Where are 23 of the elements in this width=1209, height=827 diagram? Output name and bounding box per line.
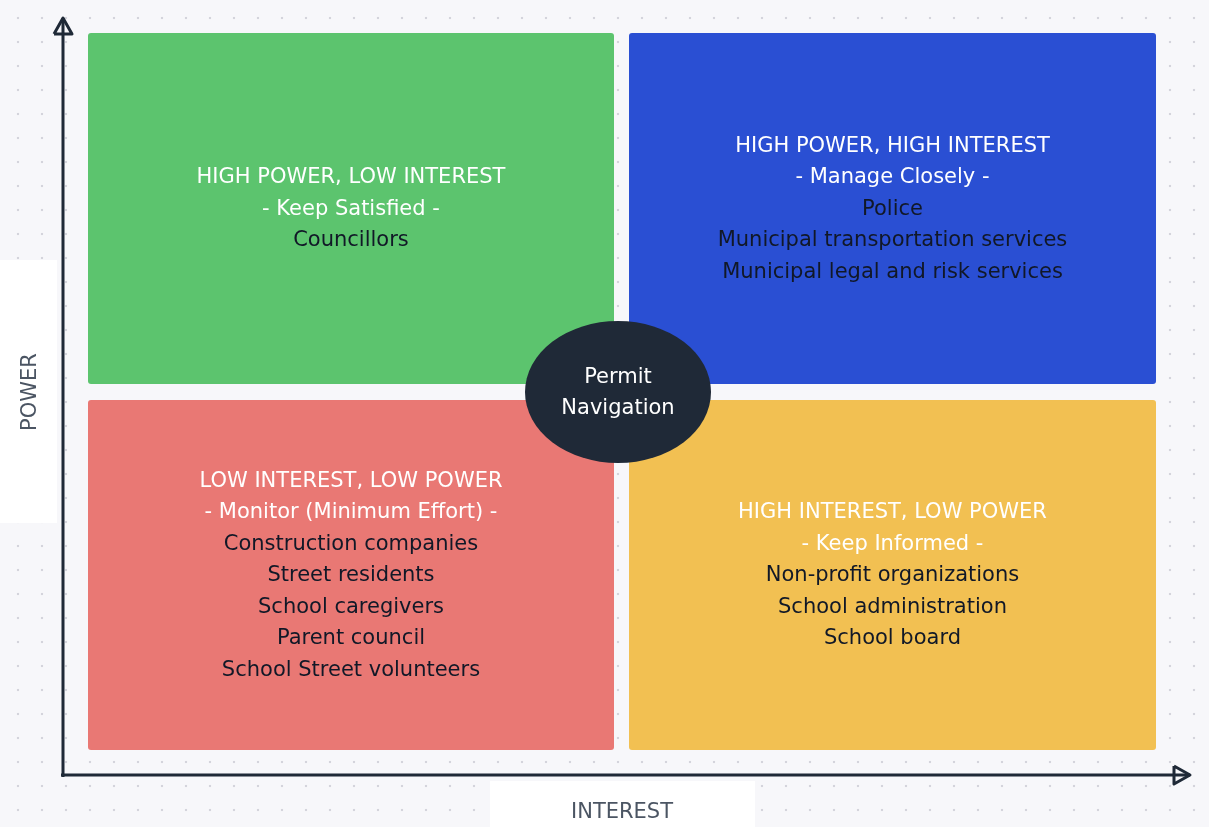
stakeholder-name: Parent council bbox=[276, 624, 426, 652]
stakeholder-name: School administration bbox=[778, 592, 1007, 620]
strategy-label: - Keep Informed - bbox=[801, 529, 984, 557]
stakeholder-name: Police bbox=[862, 194, 923, 222]
strategy-label: - Manage Closely - bbox=[795, 163, 990, 191]
strategy-label: - Monitor (Minimum Effort) - bbox=[204, 498, 498, 526]
stakeholder-name: Construction companies bbox=[223, 529, 479, 557]
stakeholder-name: School caregivers bbox=[258, 592, 444, 620]
quadrant-heading: LOW INTEREST, LOW POWER bbox=[199, 466, 503, 494]
stakeholder-name: Non-profit organizations bbox=[765, 561, 1020, 589]
y-axis-label: POWER bbox=[17, 353, 41, 431]
strategy-label: - Keep Satisfied - bbox=[262, 194, 440, 222]
stakeholder-name: School board bbox=[823, 624, 961, 652]
stakeholder-name: Street residents bbox=[267, 561, 435, 589]
stakeholder-name: Municipal legal and risk services bbox=[722, 257, 1063, 285]
stakeholder-name: Councillors bbox=[293, 226, 409, 254]
stakeholder-name: School Street volunteers bbox=[221, 655, 481, 683]
quadrant-heading: HIGH POWER, LOW INTEREST bbox=[196, 163, 506, 191]
x-axis-label: INTEREST bbox=[571, 799, 673, 823]
hub-label: Permit Navigation bbox=[560, 363, 676, 421]
quadrant-heading: HIGH INTEREST, LOW POWER bbox=[738, 498, 1047, 526]
quadrant-heading: HIGH POWER, HIGH INTEREST bbox=[735, 131, 1050, 159]
stakeholder-name: Municipal transportation services bbox=[717, 226, 1068, 254]
